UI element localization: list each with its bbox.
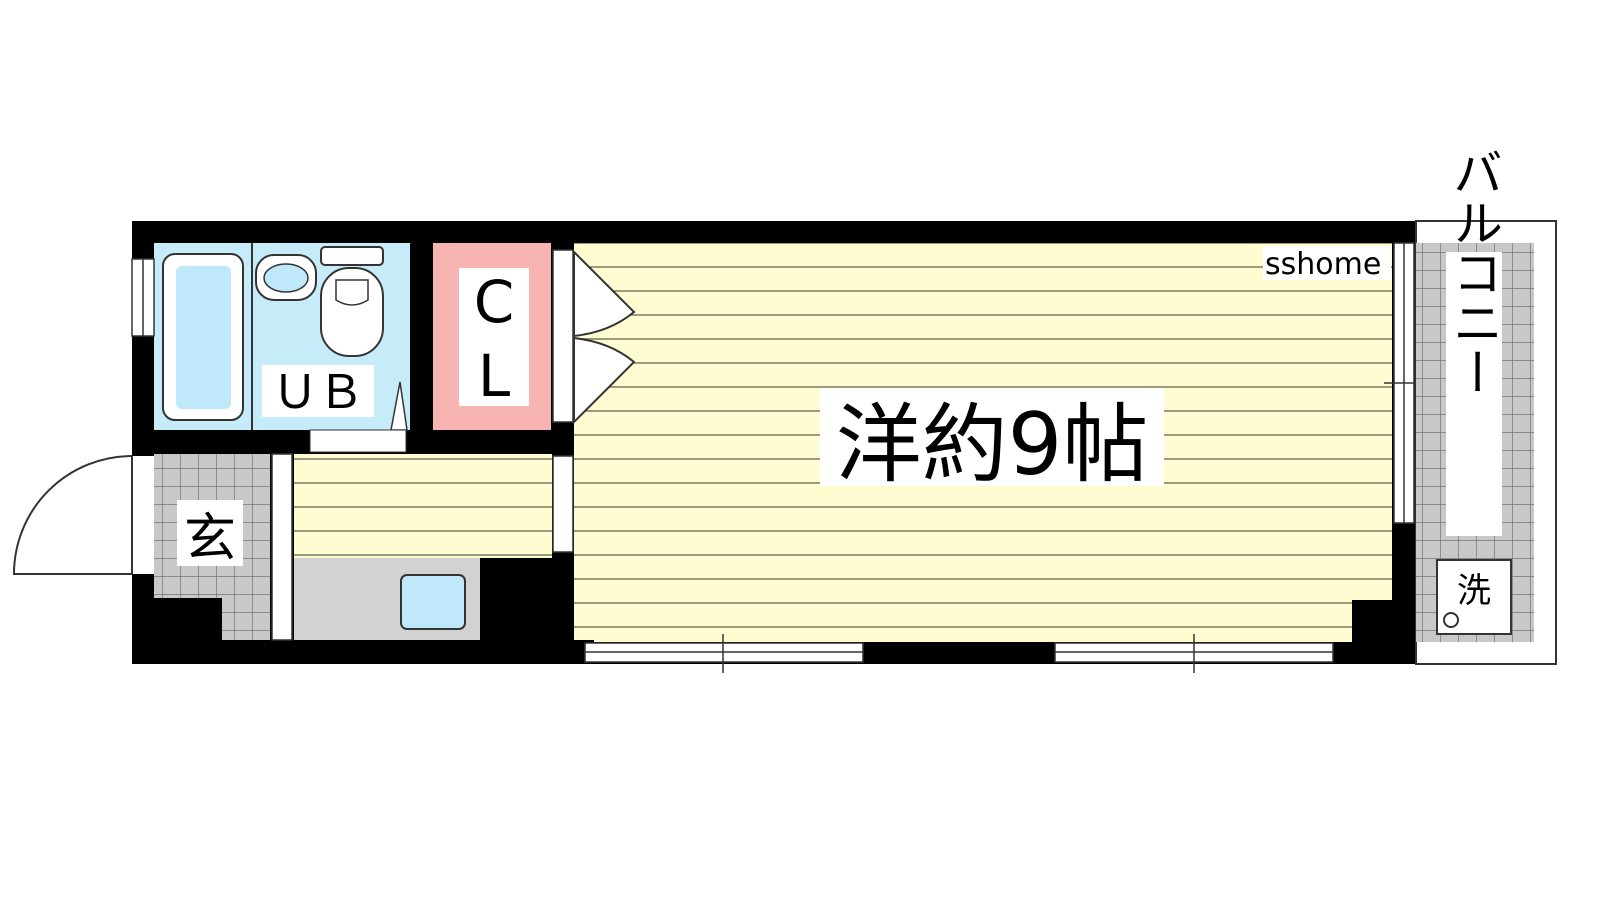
western-room-label: 洋約9帖	[836, 395, 1149, 495]
toilet-seat	[335, 279, 369, 306]
unit-bath-label: ＵＢ	[272, 365, 364, 419]
entry-door-swing	[12, 455, 133, 575]
entry-door-opening	[132, 456, 154, 574]
room-bottom-left-pillar	[574, 640, 594, 642]
bath-door-opening	[309, 429, 407, 453]
closet-label-l: L	[478, 342, 510, 410]
watermark-bg	[1263, 246, 1391, 280]
toilet-tank	[320, 246, 384, 266]
closet-door-frame	[552, 249, 574, 423]
kitchen-sink	[400, 574, 466, 630]
closet-label-c: C	[474, 268, 515, 336]
corridor-floor	[294, 454, 552, 558]
closet-door-lower	[573, 336, 636, 425]
washbasin-bowl	[263, 263, 309, 293]
balcony-label-bg	[1446, 252, 1502, 536]
watermark: sshome	[1265, 247, 1381, 282]
washer-label: 洗	[1457, 571, 1491, 611]
entrance-step	[222, 598, 270, 640]
closet-label-bg	[459, 268, 529, 406]
balcony-label: バルコニー	[1445, 147, 1503, 397]
western-room-label-bg	[820, 388, 1164, 486]
room-bottom-right-pillar	[1352, 600, 1392, 642]
entrance-label: 玄	[184, 509, 236, 569]
closet-door-upper	[573, 249, 636, 338]
unit-bath-label-bg	[262, 365, 374, 417]
corridor-wall-post	[480, 558, 552, 640]
corridor-door-frame	[552, 455, 574, 553]
washer-drain-icon	[1443, 612, 1459, 628]
kitchen-partition	[271, 453, 293, 641]
entrance-label-bg	[177, 500, 243, 566]
bathtub-inner	[176, 266, 231, 409]
